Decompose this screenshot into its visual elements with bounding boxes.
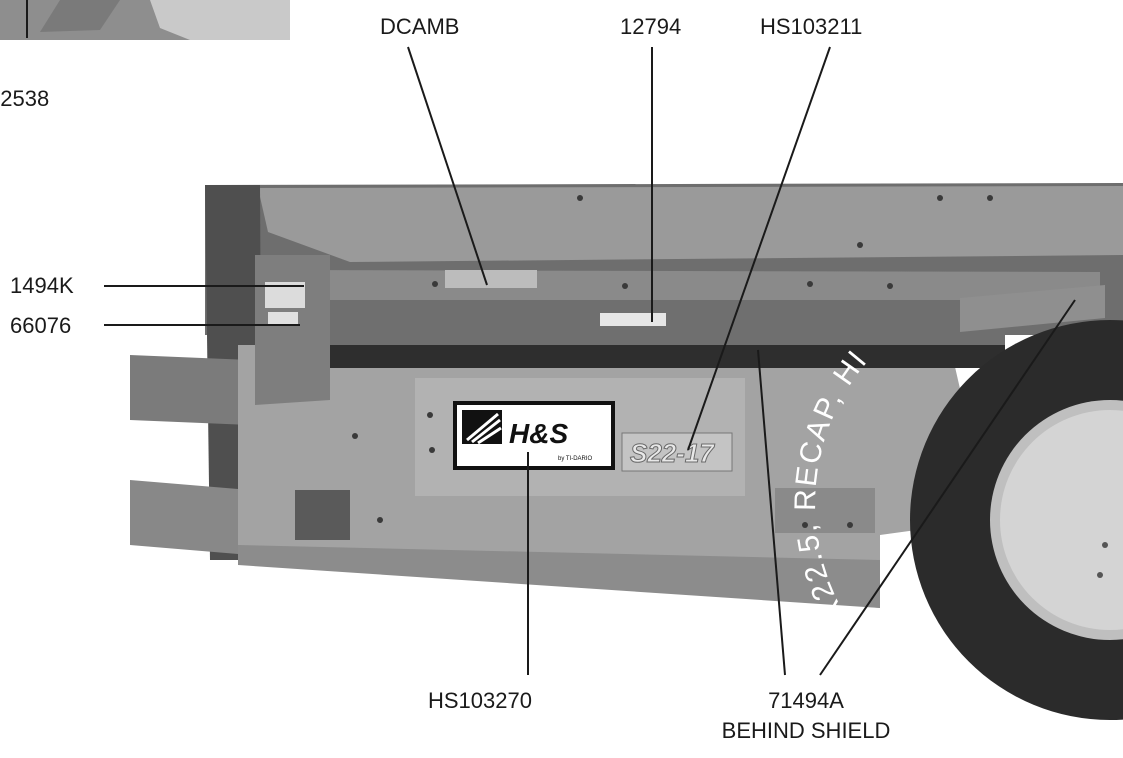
- callout-71494a: 71494A: [768, 688, 844, 713]
- brand-logo-decal: H&S by TI-DARIO: [453, 401, 615, 470]
- callout-behind-shield: BEHIND SHIELD: [721, 718, 891, 743]
- callout-12794: 12794: [620, 14, 682, 39]
- spreader-body: [130, 183, 1123, 608]
- callout-hs103211: HS103211: [760, 14, 863, 39]
- callout-72538: 72538: [0, 86, 50, 111]
- leader-71494a-left: [757, 349, 786, 676]
- model-decal: S22-17: [621, 432, 733, 472]
- brand-logo-subtext: by TI-DARIO: [558, 456, 593, 462]
- callout-dcamb: DCAMB: [380, 14, 460, 39]
- callout-66076: 66076: [10, 313, 72, 338]
- leader-71494a-right: [819, 299, 1076, 676]
- brand-logo-text: H&S: [509, 418, 568, 449]
- inset-photo-fragment: [0, 0, 290, 40]
- leader-lines: [26, 0, 1076, 676]
- leader-hs103211: [687, 46, 831, 451]
- callout-1494k: 1494K: [10, 273, 74, 298]
- callout-hs103270: HS103270: [428, 688, 532, 713]
- leader-dcamb: [407, 46, 488, 286]
- model-decal-text: S22-17: [630, 438, 715, 468]
